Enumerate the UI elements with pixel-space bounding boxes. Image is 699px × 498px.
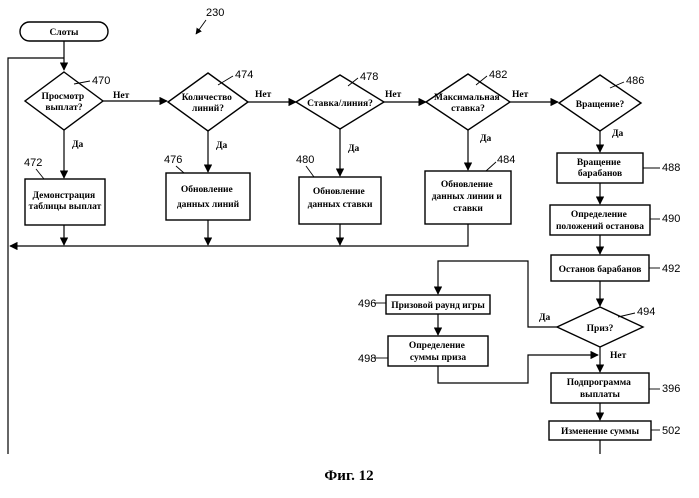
decision-478-yes: Да bbox=[348, 144, 360, 154]
decision-494-no: Нет bbox=[610, 351, 627, 361]
figure-caption: Фиг. 12 bbox=[324, 468, 373, 484]
process-492-ref: 492 bbox=[662, 263, 680, 275]
decision-494-ref: 494 bbox=[637, 306, 655, 318]
process-498-ref: 498 bbox=[358, 353, 376, 365]
decision-474-yes: Да bbox=[216, 141, 228, 151]
decision-478-no: Нет bbox=[385, 90, 402, 100]
process-396-ref: 396 bbox=[662, 383, 680, 395]
process-502-ref: 502 bbox=[662, 425, 680, 437]
decision-482-yes: Да bbox=[480, 134, 492, 144]
decision-486-ref: 486 bbox=[626, 75, 644, 87]
decision-478-label: Ставка/линия? bbox=[307, 99, 373, 109]
decision-486-yes: Да bbox=[612, 129, 624, 139]
process-490-ref: 490 bbox=[662, 213, 680, 225]
process-502-label: Изменение суммы bbox=[561, 427, 640, 437]
process-472-label: Демонстрация таблицы выплат bbox=[29, 191, 102, 212]
process-480-ref: 480 bbox=[296, 154, 314, 166]
process-484-ref: 484 bbox=[497, 154, 515, 166]
decision-494-label: Приз? bbox=[587, 324, 614, 334]
process-476-ref: 476 bbox=[164, 154, 182, 166]
process-492-label: Останов барабанов bbox=[559, 264, 642, 275]
decision-474-ref: 474 bbox=[235, 69, 253, 81]
diagram-number-arrow bbox=[196, 20, 206, 34]
decision-474-leader bbox=[218, 76, 233, 85]
process-488-ref: 488 bbox=[662, 162, 680, 174]
diagram-number: 230 bbox=[206, 7, 224, 19]
process-472-ref: 472 bbox=[24, 157, 42, 169]
decision-482-no: Нет bbox=[512, 90, 529, 100]
process-476 bbox=[166, 173, 250, 220]
process-484-leader bbox=[486, 162, 496, 171]
process-480-leader bbox=[306, 166, 314, 177]
process-476-leader bbox=[176, 166, 184, 173]
process-488-label: Вращение барабанов bbox=[577, 158, 623, 179]
decision-494-leader bbox=[618, 313, 635, 317]
decision-474-no: Нет bbox=[255, 90, 272, 100]
decision-470-no: Нет bbox=[113, 91, 130, 101]
decision-494-yes: Да bbox=[539, 313, 551, 323]
process-496-ref: 496 bbox=[358, 298, 376, 310]
decision-470-ref: 470 bbox=[92, 75, 110, 87]
decision-470-yes: Да bbox=[72, 140, 84, 150]
start-label: Слоты bbox=[50, 28, 79, 38]
process-472-leader bbox=[36, 169, 44, 179]
decision-478-ref: 478 bbox=[360, 71, 378, 83]
process-496-label: Призовой раунд игры bbox=[391, 300, 485, 311]
decision-482-ref: 482 bbox=[489, 69, 507, 81]
flow-merge-bus bbox=[10, 224, 468, 246]
decision-486-label: Вращение? bbox=[576, 100, 625, 110]
decision-470-label: Просмотр выплат? bbox=[41, 92, 86, 113]
